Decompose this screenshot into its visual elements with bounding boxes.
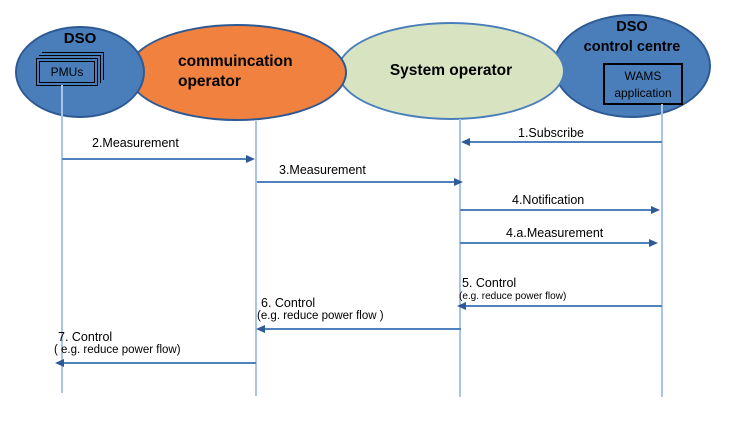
message-label-subscribe: 1.Subscribe xyxy=(518,126,585,140)
message-label-measurement-4a: 4.a.Measurement xyxy=(506,226,604,240)
message-label-control-5: 5. Control xyxy=(462,276,517,290)
lifeline-dso-control-centre xyxy=(661,104,663,397)
message-line-measurement-2 xyxy=(62,158,252,160)
actor-title-line: commuincation xyxy=(178,53,293,70)
message-note-control-7: ( e.g. reduce power flow) xyxy=(54,344,181,356)
message-label-measurement-3: 3.Measurement xyxy=(279,163,366,177)
message-line-measurement-4a xyxy=(460,242,652,244)
message-note-control-5: (e.g. reduce power flow) xyxy=(459,291,567,302)
lifeline-communication-operator xyxy=(255,121,257,396)
arrowhead-right-icon xyxy=(651,206,660,214)
wams-box-line: application xyxy=(614,85,672,100)
actor-title-line: DSO xyxy=(616,19,648,35)
actor-title-dso: DSO xyxy=(63,30,97,47)
lifeline-system-operator xyxy=(459,119,461,397)
arrowhead-left-icon xyxy=(461,138,470,146)
message-note-control-6: (e.g. reduce power flow ) xyxy=(257,310,384,322)
actor-title-dso-control-centre: DSO control centre xyxy=(555,17,709,57)
actor-ellipse-communication-operator: commuincation operator xyxy=(127,24,347,121)
actor-title-communication-operator: commuincation operator xyxy=(178,52,293,92)
arrowhead-left-icon xyxy=(55,359,64,367)
actor-title-system-operator: System operator xyxy=(389,62,513,79)
actor-ellipse-dso: DSO PMUs xyxy=(15,26,145,118)
message-label-measurement-2: 2.Measurement xyxy=(92,136,179,150)
message-label-control-7: 7. Control xyxy=(58,330,113,344)
actor-title-line: operator xyxy=(178,73,241,90)
arrowhead-right-icon xyxy=(649,239,658,247)
wams-box-line: WAMS xyxy=(624,69,662,83)
message-line-measurement-3 xyxy=(257,181,457,183)
arrowhead-right-icon xyxy=(454,178,463,186)
arrowhead-left-icon xyxy=(457,302,466,310)
actor-ellipse-dso-control-centre: DSO control centre WAMS application xyxy=(553,14,711,118)
message-line-control-6 xyxy=(261,328,461,330)
actor-title-line: control centre xyxy=(583,39,681,55)
message-label-notification: 4.Notification xyxy=(512,193,585,207)
message-line-control-5 xyxy=(462,305,662,307)
pmus-box: PMUs xyxy=(36,58,98,86)
message-line-control-7 xyxy=(60,362,256,364)
message-line-notification xyxy=(460,209,654,211)
lifeline-dso xyxy=(61,85,63,393)
wams-application-box: WAMS application xyxy=(603,63,683,105)
message-line-subscribe xyxy=(465,141,662,143)
arrowhead-left-icon xyxy=(256,325,265,333)
arrowhead-right-icon xyxy=(246,155,255,163)
actor-ellipse-system-operator: System operator xyxy=(337,22,565,120)
message-label-control-6: 6. Control xyxy=(261,296,316,310)
